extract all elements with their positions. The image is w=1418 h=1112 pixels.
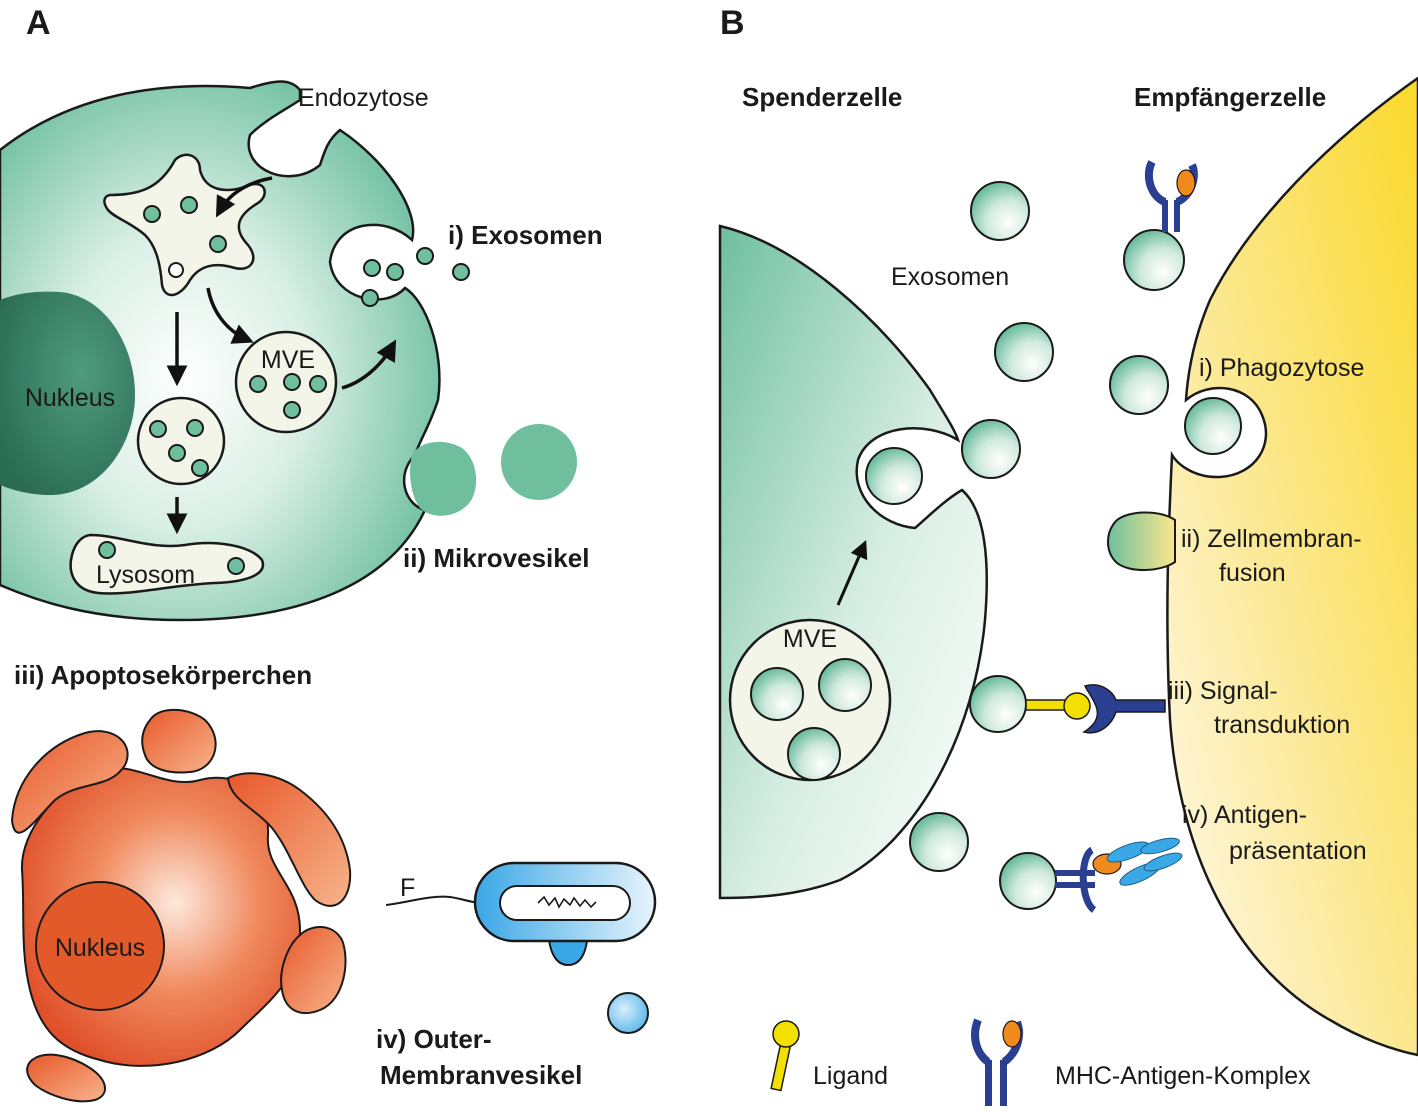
nucleus-label: Nukleus	[25, 384, 115, 412]
exosome-release-arrow	[836, 540, 868, 606]
recipient-cell	[1166, 76, 1418, 1057]
mhc-antigen-complex-icon	[1144, 160, 1198, 232]
intraluminal-vesicle	[168, 444, 186, 462]
tcr-domain	[1143, 852, 1183, 872]
fusion-label-2: fusion	[1219, 559, 1286, 587]
apoptotic-fragment	[226, 772, 352, 907]
ligand-head	[1063, 692, 1091, 720]
exosome	[1109, 355, 1169, 415]
nucleus	[0, 291, 135, 495]
early-endosome	[103, 153, 266, 297]
exosome	[416, 247, 434, 265]
exosome	[970, 181, 1030, 241]
apoptotic-nucleus-label: Nukleus	[55, 934, 145, 962]
microvesicle	[501, 424, 577, 500]
panel-a-letter: A	[26, 4, 51, 42]
mve-label: MVE	[261, 346, 315, 374]
omv-label-2: Membranvesikel	[380, 1060, 582, 1090]
intraluminal-vesicle	[750, 667, 804, 721]
omv-label-1: iv) Outer-	[376, 1024, 492, 1054]
fusion-label-1: ii) Zellmembran-	[1181, 525, 1362, 553]
endocytosis-arrow	[215, 176, 273, 218]
intraluminal-vesicle	[98, 541, 116, 559]
intraluminal-vesicle	[818, 658, 872, 712]
legend-ligand-label: Ligand	[813, 1062, 888, 1090]
antigen-label-2: präsentation	[1229, 837, 1367, 865]
panel-b-letter: B	[720, 4, 745, 42]
mve-label-b: MVE	[783, 625, 837, 653]
signal-label-2: transduktion	[1214, 711, 1350, 739]
antigen-presenting-exosome	[999, 852, 1057, 910]
exosome	[363, 259, 381, 277]
apoptotic-fragment	[26, 1053, 106, 1103]
bacterial-dna	[537, 895, 597, 909]
exosomes-label-a: i) Exosomen	[448, 220, 603, 250]
intraluminal-vesicle	[283, 401, 301, 419]
legend-mhc-label: MHC-Antigen-Komplex	[1055, 1062, 1311, 1090]
budding-vesicle	[168, 262, 184, 278]
apoptotic-fragment	[141, 708, 217, 774]
donor-cell-label: Spenderzelle	[742, 82, 902, 112]
ligand-legend-icon	[770, 1020, 800, 1092]
intraluminal-vesicle	[787, 727, 841, 781]
mhc-stalk	[1055, 870, 1095, 876]
recipient-cell-label: Empfängerzelle	[1134, 82, 1326, 112]
microvesicles-label: ii) Mikrovesikel	[403, 543, 589, 573]
intraluminal-vesicle	[149, 420, 167, 438]
endocytosis-label: Endozytose	[298, 84, 429, 112]
mhc-bearing-exosome	[1123, 229, 1185, 291]
intraluminal-vesicle	[143, 205, 161, 223]
mhc-stalk	[1055, 882, 1095, 888]
outer-membrane-vesicle	[607, 992, 649, 1034]
bacterium-cytoplasm	[499, 885, 631, 921]
exosome	[994, 322, 1054, 382]
source-cell	[0, 80, 441, 622]
mve-to-membrane-arrow	[341, 339, 397, 390]
signalling-exosome	[969, 675, 1027, 733]
apoptotic-nucleus	[35, 881, 165, 1011]
exosome	[452, 263, 470, 281]
intraluminal-vesicle	[191, 459, 209, 477]
exosomes-label-b: Exosomen	[891, 263, 1009, 291]
late-endosome	[136, 396, 226, 486]
flagellum-label: F	[400, 874, 415, 902]
intraluminal-vesicle	[283, 373, 301, 391]
intraluminal-vesicle	[180, 196, 198, 214]
tcr-domain	[1140, 837, 1180, 855]
apoptotic-fragment	[280, 926, 347, 1015]
phagocytosed-exosome	[1184, 397, 1242, 455]
intraluminal-vesicle	[209, 235, 227, 253]
intraluminal-vesicle	[186, 419, 204, 437]
exosome	[961, 419, 1021, 479]
intraluminal-vesicle	[249, 375, 267, 393]
antigen-label-1: iv) Antigen-	[1182, 801, 1307, 829]
exosome	[361, 289, 379, 307]
budding-exosome	[865, 447, 923, 505]
endosome-to-mve-arrow	[206, 287, 254, 344]
phagocytosis-label: i) Phagozytose	[1199, 354, 1364, 382]
lysosome	[69, 533, 265, 595]
intraluminal-vesicle	[309, 375, 327, 393]
lysosome-label: Lysosom	[96, 561, 195, 589]
receptor	[1082, 684, 1166, 734]
donor-cell	[718, 224, 988, 900]
budding-microvesicle	[410, 441, 477, 516]
mhc-arms	[1079, 846, 1097, 913]
fusing-exosome	[1107, 511, 1176, 571]
signal-label-1: iii) Signal-	[1168, 677, 1278, 705]
apoptotic-bodies-label: iii) Apoptosekörperchen	[14, 660, 312, 690]
exosome	[909, 812, 969, 872]
exosome	[386, 263, 404, 281]
apoptotic-fragment	[10, 730, 129, 834]
mhc-legend-icon	[971, 1018, 1024, 1106]
intraluminal-vesicle	[227, 557, 245, 575]
